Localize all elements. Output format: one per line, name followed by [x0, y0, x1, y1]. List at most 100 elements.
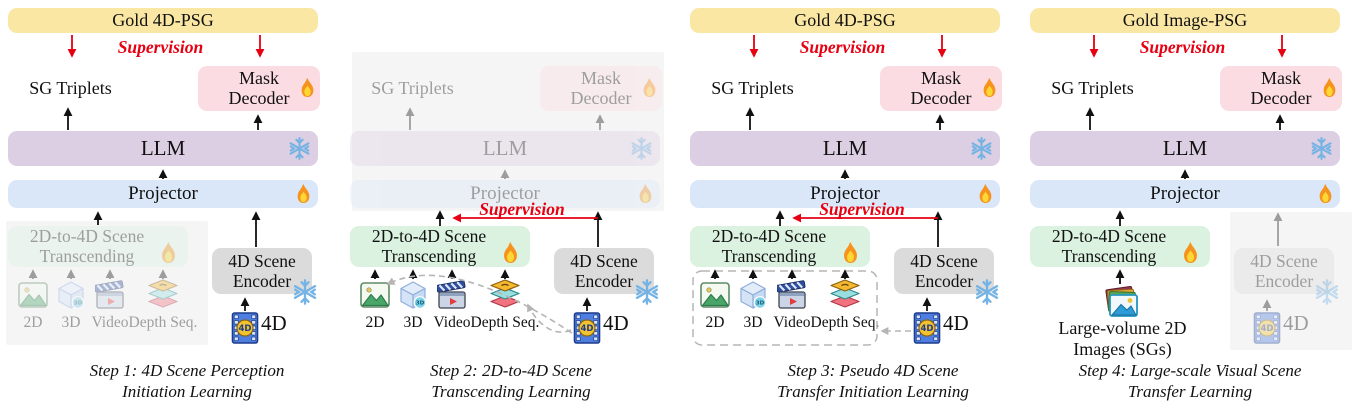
clapperboard-icon: [95, 280, 125, 310]
snowflake-icon: [1313, 278, 1341, 306]
large-volume-line2: Images (SGs): [1073, 338, 1172, 359]
snowflake-icon: [629, 136, 654, 161]
cube-icon: [398, 280, 428, 310]
film-strip-icon: [912, 312, 942, 344]
step-caption-line1: Step 4: Large-scale Visual Scene: [1078, 361, 1302, 380]
sg-triplets-label: SG Triplets: [371, 78, 454, 98]
mask-decoder-label: Mask Decoder: [910, 68, 972, 108]
flame-icon: [976, 183, 995, 204]
4d-input-label: 4D: [1283, 311, 1309, 335]
transcending-label: 2D-to-4D Scene Transcending: [371, 225, 487, 266]
panel-step-1: Gold 4D-PSG Supervision SG Triplets Mask…: [6, 0, 338, 409]
mask-decoder-box: Mask Decoder: [1220, 66, 1342, 111]
llm-label: LLM: [822, 136, 868, 160]
mask-decoder-label: Mask Decoder: [228, 68, 290, 108]
supervision-label: Supervision: [819, 199, 905, 219]
transcending-label: 2D-to-4D Scene Transcending: [1051, 225, 1167, 266]
scene-encoder-label: 4D Scene Encoder: [570, 250, 638, 291]
snowflake-icon: [973, 278, 1001, 306]
4d-input-label: 4D: [261, 311, 287, 335]
transcending-label: 2D-to-4D Scene Transcending: [711, 225, 827, 266]
projector-label: Projector: [470, 183, 540, 204]
step-caption-line2: Transcending Learning: [431, 382, 591, 402]
mask-decoder-box: Mask Decoder: [540, 66, 662, 111]
step-caption: Step 3: Pseudo 4D Scene Transfer Initiat…: [708, 360, 1038, 402]
step-caption-line2: Initiation Learning: [122, 382, 252, 402]
mask-decoder-box: Mask Decoder: [880, 66, 1002, 111]
projector-label: Projector: [128, 183, 198, 204]
modality-2d-label: 2D: [705, 314, 725, 331]
snowflake-icon: [1309, 136, 1334, 161]
modality-2d-label: 2D: [365, 314, 385, 331]
gold-psg-box: Gold 4D-PSG: [8, 8, 318, 33]
gold-psg-label: Gold 4D-PSG: [794, 10, 896, 30]
photo-stack-icon: [1102, 286, 1140, 320]
flame-icon: [1320, 77, 1339, 98]
scene-encoder-box: 4D Scene Encoder: [1234, 248, 1334, 294]
scene-encoder-label: 4D Scene Encoder: [910, 250, 978, 291]
frozen-region-bg: [352, 52, 664, 211]
flame-icon: [636, 183, 655, 204]
modality-3d-label: 3D: [743, 314, 763, 331]
flame-icon: [298, 77, 317, 98]
scene-encoder-label: 4D Scene Encoder: [1250, 250, 1318, 291]
large-volume-line1: Large-volume 2D: [1058, 318, 1187, 338]
flame-icon: [980, 77, 999, 98]
flame-icon: [500, 241, 521, 264]
layers-icon: [828, 279, 862, 311]
sg-triplets-label: SG Triplets: [1051, 78, 1134, 98]
modality-depth-label: Depth Seq.: [128, 314, 198, 331]
film-strip-icon: [230, 312, 260, 344]
modality-2d-label: 2D: [23, 314, 43, 331]
step-caption: Step 2: 2D-to-4D Scene Transcending Lear…: [346, 360, 676, 402]
snowflake-icon: [969, 136, 994, 161]
flame-icon: [640, 77, 659, 98]
step-caption-line1: Step 1: 4D Scene Perception: [89, 361, 285, 380]
projector-label: Projector: [810, 183, 880, 204]
step-caption-line2: Transfer Learning: [1127, 382, 1253, 402]
llm-box: LLM: [1030, 131, 1340, 166]
supervision-label: Supervision: [1139, 37, 1226, 57]
clapperboard-icon: [777, 280, 807, 310]
panel-step-3: Gold 4D-PSG Supervision SG Triplets Mask…: [690, 0, 1020, 409]
supervision-label: Supervision: [117, 37, 204, 57]
modality-3d-label: 3D: [403, 314, 423, 331]
step-caption: Step 4: Large-scale Visual Scene Transfe…: [1025, 360, 1355, 402]
modality-depth-label: Depth Seq.: [810, 314, 880, 331]
mask-decoder-label: Mask Decoder: [570, 68, 632, 108]
step-caption: Step 1: 4D Scene Perception Initiation L…: [22, 360, 352, 402]
llm-box: LLM: [690, 131, 1000, 166]
transcending-box: 2D-to-4D Scene Transcending: [8, 226, 188, 267]
mask-decoder-label: Mask Decoder: [1250, 68, 1312, 108]
image-icon: [18, 281, 48, 309]
frozen-region-bg: [1230, 212, 1352, 350]
projector-box: Projector: [8, 180, 318, 208]
projector-box: Projector: [1030, 180, 1340, 208]
gold-psg-box: Gold 4D-PSG: [690, 8, 1000, 33]
step-caption-line2: Transfer Initiation Learning: [777, 382, 969, 402]
snowflake-icon: [287, 136, 312, 161]
flame-icon: [1316, 183, 1335, 204]
llm-label: LLM: [140, 136, 186, 160]
4d-input-label: 4D: [603, 311, 629, 335]
projector-label: Projector: [1150, 183, 1220, 204]
transcending-box: 2D-to-4D Scene Transcending: [1030, 226, 1210, 267]
llm-box: LLM: [350, 131, 660, 166]
transcending-label: 2D-to-4D Scene Transcending: [29, 225, 145, 266]
transcending-box: 2D-to-4D Scene Transcending: [350, 226, 530, 267]
snowflake-icon: [633, 278, 661, 306]
flame-icon: [1180, 241, 1201, 264]
sg-triplets-label: SG Triplets: [29, 78, 112, 98]
sg-triplets-label: SG Triplets: [711, 78, 794, 98]
gold-psg-box: Gold Image-PSG: [1030, 8, 1340, 33]
gold-psg-label: Gold Image-PSG: [1122, 10, 1248, 30]
image-icon: [360, 281, 390, 309]
supervision-label: Supervision: [799, 37, 886, 57]
modality-video-label: Video: [91, 314, 129, 331]
step-caption-line1: Step 3: Pseudo 4D Scene: [787, 361, 959, 380]
clapperboard-icon: [437, 280, 467, 310]
panel-step-4: Gold Image-PSG Supervision SG Triplets M…: [1030, 0, 1358, 409]
scene-encoder-label: 4D Scene Encoder: [228, 250, 296, 291]
transcending-box: 2D-to-4D Scene Transcending: [690, 226, 870, 267]
snowflake-icon: [291, 278, 319, 306]
